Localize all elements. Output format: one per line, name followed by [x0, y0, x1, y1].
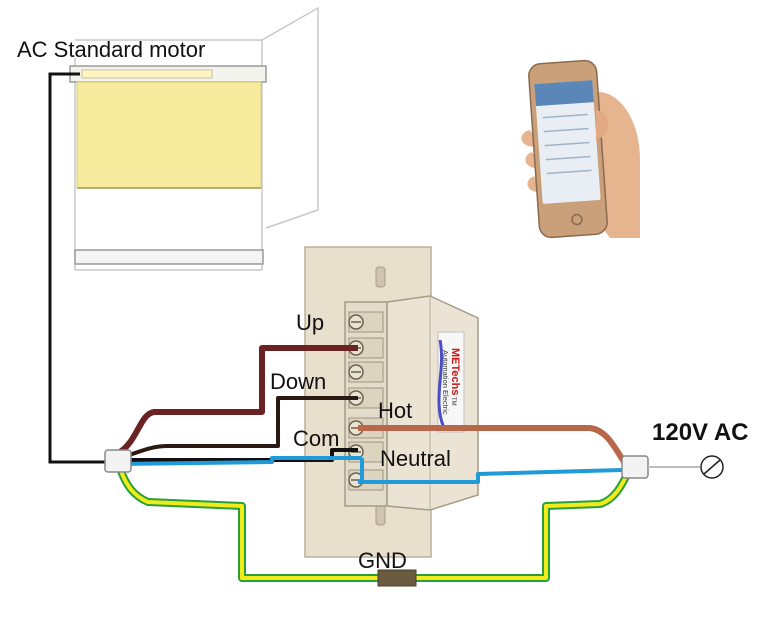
- wall-switch: METechs TM Automation Electric: [304, 246, 479, 558]
- blind-bottom-rail: [74, 249, 264, 265]
- brand-tm: TM: [450, 397, 456, 406]
- com-label: Com: [293, 426, 339, 451]
- up-wire: [118, 345, 358, 455]
- blind-fabric: [76, 81, 262, 189]
- right-wire-connector: [621, 455, 649, 479]
- neutral-label: Neutral: [380, 446, 451, 471]
- up-label: Up: [296, 310, 324, 335]
- hot-wire: [358, 425, 627, 464]
- left-wire-connector: [104, 449, 132, 473]
- motor-label: AC Standard motor: [17, 37, 205, 62]
- gnd-label: GND: [358, 548, 407, 573]
- down-label: Down: [270, 369, 326, 394]
- motor-lead-wire: [48, 72, 108, 464]
- window-blind: [69, 6, 319, 271]
- hot-label: Hot: [378, 398, 412, 423]
- brand-name: METechs: [449, 348, 461, 395]
- ground-connector: [377, 569, 417, 587]
- ground-wire: [116, 466, 634, 587]
- neutral-wire: [117, 456, 623, 484]
- supply-label: 120V AC: [652, 419, 749, 446]
- ac-source-symbol-icon: [700, 455, 724, 479]
- smartphone-in-hand-icon: [521, 59, 640, 239]
- com-wire: [120, 448, 358, 462]
- brand-line2: Automation Electric: [441, 350, 450, 415]
